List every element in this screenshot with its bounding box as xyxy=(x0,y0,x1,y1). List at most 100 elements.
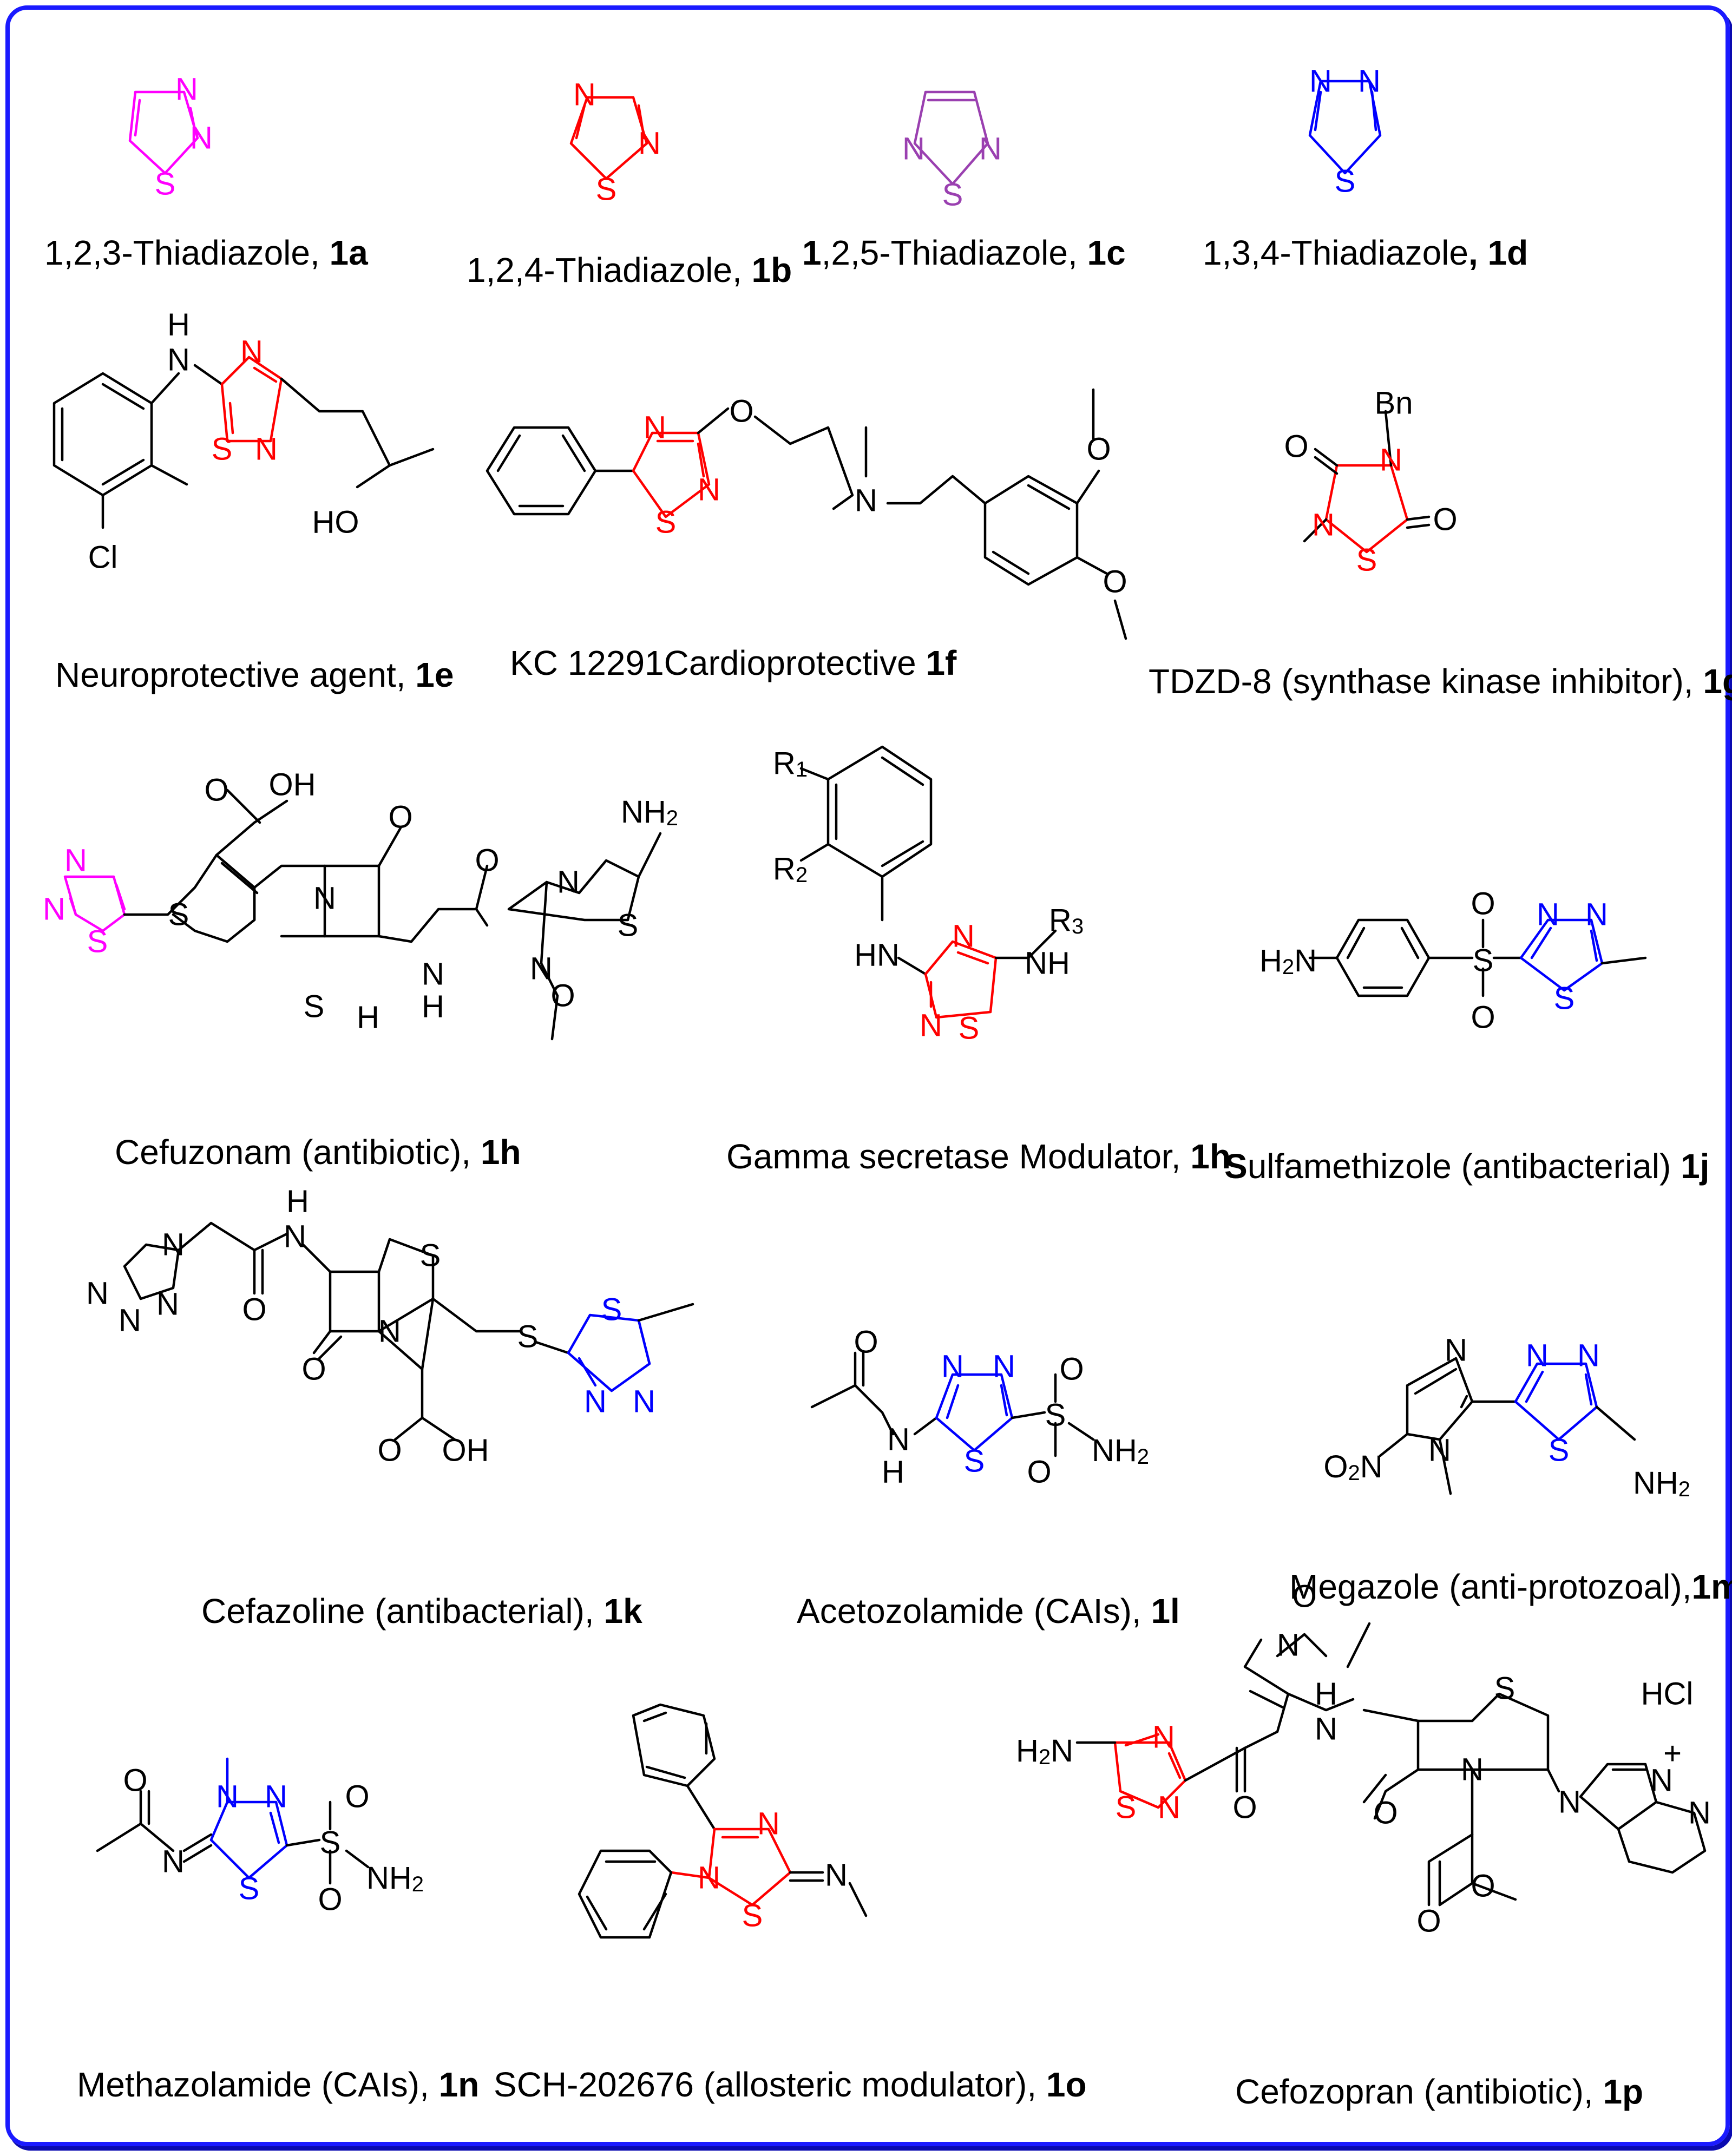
atom-n: N xyxy=(86,1276,109,1311)
atom-oh: OH xyxy=(269,767,316,803)
caption-1g: TDZD-8 (synthase kinase inhibitor), 1g xyxy=(1149,662,1732,701)
atom-n: N xyxy=(825,1858,848,1893)
atom-s: S xyxy=(1116,1790,1137,1825)
atom-o: O xyxy=(1471,1000,1495,1035)
atom-s: S xyxy=(1335,164,1356,199)
atom-s: S xyxy=(942,178,963,213)
atom-ho: HO xyxy=(312,505,359,540)
atom-s: S xyxy=(212,432,233,467)
caption-1o: SCH-202676 (allosteric modulator), 1o xyxy=(494,2065,1087,2104)
atom-h2n: H2N xyxy=(1259,943,1317,980)
atom-n: N xyxy=(156,1287,179,1322)
atom-s: S xyxy=(155,167,176,202)
structure-1l: O N H N N S S O O NH2 xyxy=(810,1325,1149,1490)
atom-n: N xyxy=(313,881,336,916)
atom-s: S xyxy=(1473,943,1494,978)
atom-n: N xyxy=(1526,1338,1549,1373)
structure-1h: N N S S OH O N O S H H N O N O N S NH2 xyxy=(43,767,678,1041)
caption-1m: Megazole (anti-protozoal),1m xyxy=(1289,1567,1732,1606)
atom-h: H xyxy=(286,1184,309,1219)
atom-o: O xyxy=(1086,432,1111,467)
atom-n: N xyxy=(162,1844,185,1879)
atom-o: O xyxy=(1103,564,1127,600)
atom-n: N xyxy=(557,865,580,900)
atom-n: N xyxy=(1309,64,1332,99)
atom-s: S xyxy=(420,1238,441,1273)
atom-n: N xyxy=(1650,1763,1673,1798)
atom-o: O xyxy=(854,1325,878,1360)
atom-n: N xyxy=(633,1384,655,1419)
atom-n: N xyxy=(855,483,877,518)
caption-1a: 1,2,3-Thiadiazole, 1a xyxy=(44,233,368,272)
atom-s: S xyxy=(959,1011,980,1046)
structure-1m: N N O2N N N S NH2 xyxy=(1323,1333,1690,1502)
atom-nh2: NH2 xyxy=(621,794,678,831)
atom-s: S xyxy=(87,924,108,959)
atom-h2n: H2N xyxy=(1016,1733,1073,1770)
atom-n: N xyxy=(1577,1338,1600,1373)
atom-n: N xyxy=(887,1422,910,1457)
structure-1c: N N S xyxy=(902,90,1002,213)
atom-s: S xyxy=(1554,981,1575,1016)
atom-n: N xyxy=(1558,1785,1581,1820)
atom-s: S xyxy=(618,908,639,943)
atom-nh2: NH2 xyxy=(1092,1433,1149,1469)
atom-n: N xyxy=(167,343,190,378)
salt-hcl: HCl xyxy=(1641,1677,1694,1712)
atom-n: N xyxy=(902,132,925,167)
atom-n: N xyxy=(1428,1433,1451,1468)
atom-bn: Bn xyxy=(1375,386,1413,421)
atom-o: O xyxy=(1416,1904,1441,1939)
atom-o: O xyxy=(318,1882,342,1917)
atom-h: H xyxy=(422,989,444,1024)
atom-o: O xyxy=(1471,886,1495,922)
atom-s: S xyxy=(168,897,189,932)
atom-n: N xyxy=(952,919,975,954)
atom-s: S xyxy=(320,1825,341,1861)
structure-1g: Bn N O O N S xyxy=(1284,386,1457,578)
atom-s: S xyxy=(1045,1398,1066,1433)
caption-1k: Cefazoline (antibacterial), 1k xyxy=(201,1592,642,1631)
structure-1k: N N N N H N O S N O O OH S S N N xyxy=(86,1184,694,1468)
caption-1j: Sulfamethizole (antibacterial) 1j xyxy=(1224,1147,1710,1186)
atom-o: O xyxy=(475,843,499,878)
atom-n: N xyxy=(573,77,596,113)
atom-n: N xyxy=(1688,1796,1711,1831)
atom-h: H xyxy=(1315,1677,1337,1712)
atom-n: N xyxy=(698,1861,720,1896)
atom-n: N xyxy=(698,472,720,508)
atom-o: O xyxy=(123,1763,147,1798)
atom-n: N xyxy=(162,1227,185,1263)
caption-1l: Acetozolamide (CAIs), 1l xyxy=(797,1592,1180,1631)
atom-n: N xyxy=(644,410,666,445)
caption-1h: Cefuzonam (antibiotic), 1h xyxy=(115,1133,521,1172)
atom-o: O xyxy=(204,773,228,808)
atom-n: N xyxy=(240,334,263,370)
atom-n: N xyxy=(638,126,661,161)
atom-s: S xyxy=(596,172,617,207)
atom-n: N xyxy=(378,1314,401,1349)
atom-o: O xyxy=(1059,1352,1084,1387)
caption-1c: 1,2,5-Thiadiazole, 1c xyxy=(802,233,1126,272)
atom-s: S xyxy=(239,1871,260,1907)
atom-n: N xyxy=(119,1303,141,1338)
atom-n: N xyxy=(1380,443,1402,478)
caption-1n: Methazolamide (CAIs), 1n xyxy=(77,2065,480,2104)
atom-h: H xyxy=(167,307,190,343)
atom-n: N xyxy=(941,1349,964,1384)
atom-o: O xyxy=(1284,429,1308,464)
atom-n: N xyxy=(993,1349,1015,1384)
atom-nh2: NH2 xyxy=(366,1861,424,1897)
atom-nh: NH xyxy=(1025,946,1070,981)
atom-s: S xyxy=(742,1898,763,1934)
atom-n: N xyxy=(1315,1712,1337,1747)
atom-n: N xyxy=(1445,1333,1467,1368)
atom-s: S xyxy=(655,505,677,540)
atom-n: N xyxy=(284,1219,306,1254)
caption-1f: KC 12291Cardioprotective 1f xyxy=(510,643,957,682)
atom-n: N xyxy=(265,1779,287,1815)
atom-n: N xyxy=(1277,1628,1300,1663)
atom-n: N xyxy=(584,1384,607,1419)
atom-n: N xyxy=(979,132,1002,167)
